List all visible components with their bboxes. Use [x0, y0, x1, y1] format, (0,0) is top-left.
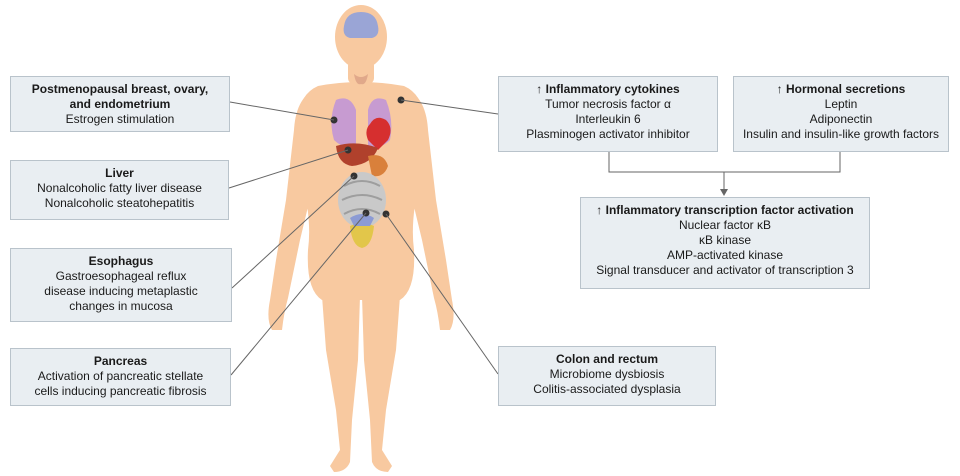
brain-icon: [343, 12, 379, 38]
box-line: Activation of pancreatic stellate: [37, 369, 204, 383]
box-line: Colitis-associated dysplasia: [533, 382, 681, 396]
box-breast-ovary-endometrium: Postmenopausal breast, ovary, and endome…: [10, 76, 230, 132]
box-line: Adiponectin: [809, 112, 873, 126]
connector-lines: [228, 99, 841, 376]
box-title: Postmenopausal breast, ovary,: [31, 82, 209, 96]
box-line: Signal transducer and activator of trans…: [596, 263, 854, 277]
box-title: Colon and rectum: [555, 352, 658, 366]
box-line: changes in mucosa: [69, 299, 173, 313]
box-hormonal-secretions: ↑ Hormonal secretions Leptin Adiponectin…: [733, 76, 949, 152]
box-title: Liver: [105, 166, 134, 180]
box-line: Gastroesophageal reflux: [55, 269, 187, 283]
box-line: Estrogen stimulation: [65, 112, 175, 126]
intestine-icon: [338, 172, 386, 228]
box-title-text: Inflammatory transcription factor activa…: [605, 203, 854, 217]
heart-icon: [366, 117, 391, 150]
box-transcription-factor-activation: ↑ Inflammatory transcription factor acti…: [580, 197, 870, 289]
box-esophagus: Esophagus Gastroesophageal reflux diseas…: [10, 248, 232, 322]
box-line: Nonalcoholic steatohepatitis: [44, 196, 195, 210]
stomach-icon: [368, 155, 388, 177]
box-line: Microbiome dysbiosis: [549, 367, 665, 381]
up-arrow-icon: ↑: [596, 203, 603, 217]
box-line: Leptin: [824, 97, 858, 111]
box-line: Interleukin 6: [575, 112, 641, 126]
box-line: Plasminogen activator inhibitor: [526, 127, 690, 141]
box-title-continued: and endometrium: [69, 97, 171, 111]
box-line: Insulin and insulin-like growth factors: [742, 127, 940, 141]
box-title: ↑ Inflammatory transcription factor acti…: [587, 203, 863, 218]
box-line: cells inducing pancreatic fibrosis: [34, 384, 207, 398]
up-arrow-icon: ↑: [536, 82, 543, 96]
thyroid-icon: [354, 74, 368, 85]
box-line: Tumor necrosis factor α: [545, 97, 671, 111]
box-title-text: Inflammatory cytokines: [545, 82, 680, 96]
box-line: Nonalcoholic fatty liver disease: [37, 181, 202, 195]
box-line: AMP-activated kinase: [666, 248, 784, 262]
box-liver: Liver Nonalcoholic fatty liver disease N…: [10, 160, 229, 220]
box-title: Pancreas: [93, 354, 148, 368]
box-line: κB kinase: [698, 233, 752, 247]
box-line: Nuclear factor κB: [678, 218, 772, 232]
box-title: ↑ Hormonal secretions: [740, 82, 942, 97]
down-arrow-icon: [720, 189, 728, 196]
bladder-icon: [350, 223, 374, 248]
box-colon-rectum: Colon and rectum Microbiome dysbiosis Co…: [498, 346, 716, 406]
box-title: Esophagus: [88, 254, 154, 268]
box-title-text: Hormonal secretions: [785, 82, 906, 96]
up-arrow-icon: ↑: [776, 82, 783, 96]
box-line: disease inducing metaplastic: [44, 284, 198, 298]
box-title: ↑ Inflammatory cytokines: [505, 82, 711, 97]
box-inflammatory-cytokines: ↑ Inflammatory cytokines Tumor necrosis …: [498, 76, 718, 152]
box-pancreas: Pancreas Activation of pancreatic stella…: [10, 348, 231, 406]
lungs-icon: [331, 98, 356, 148]
